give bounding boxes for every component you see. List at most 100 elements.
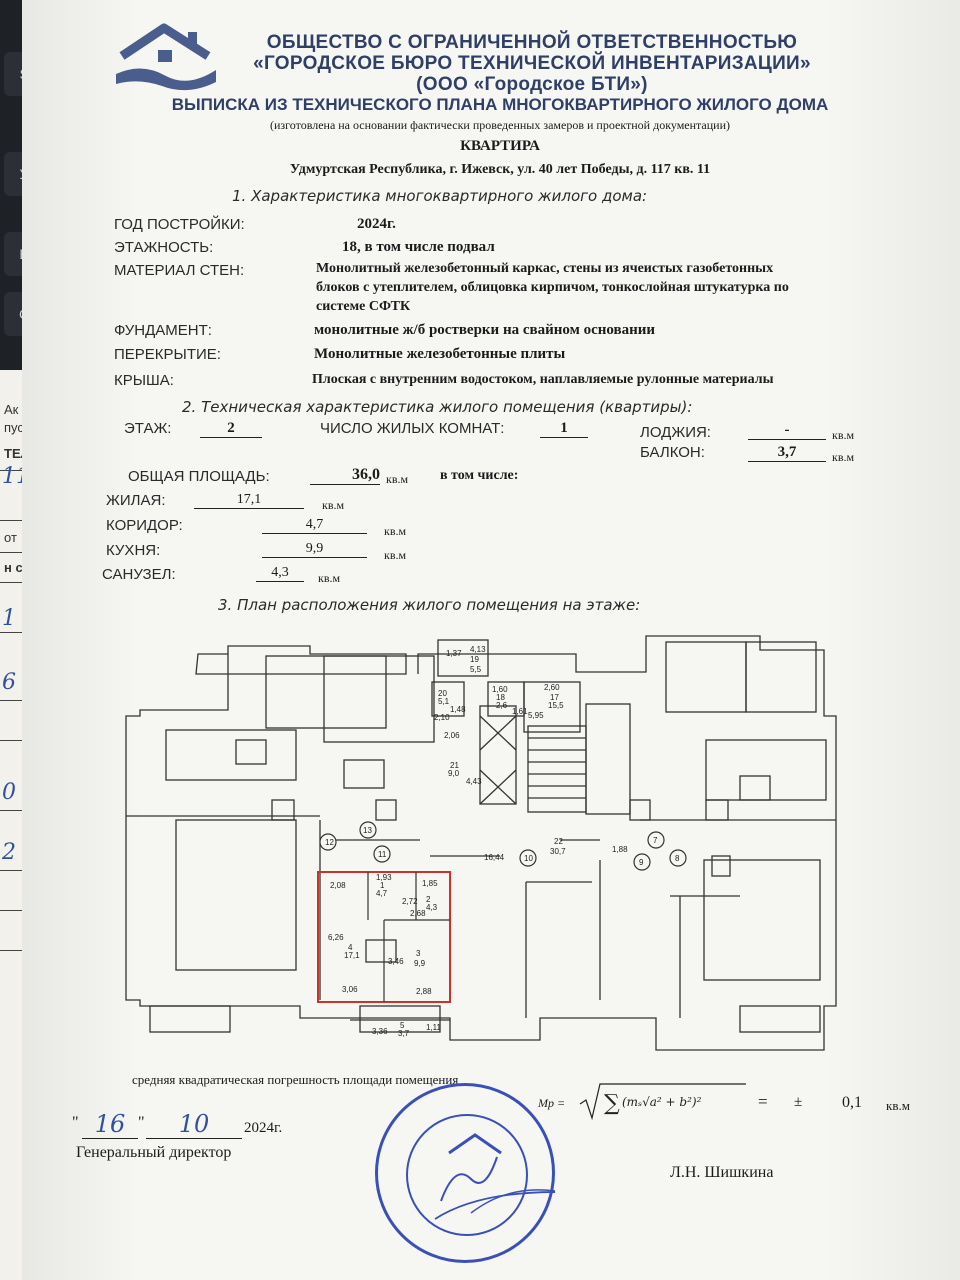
plan-label: 5,1 [438, 697, 450, 706]
wall-material-label: МАТЕРИАЛ СТЕН: [114, 262, 245, 279]
balcony-unit: кв.м [832, 450, 855, 464]
sheet-fragment: н с [4, 560, 23, 575]
object-type: КВАРТИРА [460, 138, 540, 154]
plan-label: 1,11 [426, 1023, 442, 1032]
bathroom-value: 4,3 [256, 565, 304, 582]
loggia-value: - [748, 422, 826, 440]
corridor-value: 4,7 [262, 517, 367, 534]
foundation-label: ФУНДАМЕНТ: [114, 322, 212, 339]
total-area-value: 36,0 [310, 466, 380, 485]
built-year-value: 2024г. [357, 216, 396, 232]
plan-label: 2,6 [496, 701, 508, 710]
balcony-value: 3,7 [748, 444, 826, 462]
plan-marker-label: 8 [675, 854, 680, 863]
seal-inner-ring [406, 1114, 528, 1236]
company-seal [375, 1083, 555, 1263]
plan-label: 2,06 [444, 731, 460, 740]
living-area-unit: кв.м [322, 498, 345, 512]
signer-role: Генеральный директор [76, 1144, 232, 1161]
org-name-line2: «ГОРОДСКОЕ БЮРО ТЕХНИЧЕСКОЙ ИНВЕНТАРИЗАЦ… [253, 53, 811, 74]
date-quote-open: " [72, 1114, 79, 1131]
plan-label: 4,3 [426, 903, 438, 912]
plan-marker-label: 12 [325, 838, 334, 847]
ceiling-value: Монолитные железобетонные плиты [314, 346, 566, 362]
plan-markers [319, 821, 687, 871]
balcony-label: БАЛКОН: [640, 444, 705, 461]
roof-value: Плоская с внутренним водостоком, наплавл… [312, 372, 774, 387]
plan-label: 1,37 [446, 649, 462, 658]
plan-label: 1,61 [512, 707, 528, 716]
plan-label: 2,88 [416, 987, 432, 996]
corridor-label: КОРИДОР: [106, 517, 183, 534]
address: Удмуртская Республика, г. Ижевск, ул. 40… [289, 162, 711, 177]
bathroom-label: САНУЗЕЛ: [102, 566, 176, 583]
plan-label: 9,0 [448, 769, 460, 778]
plan-label: 2,08 [330, 881, 346, 890]
sheet-fragment: от [4, 530, 17, 545]
handwriting: 0 [2, 780, 16, 805]
plan-walls [125, 635, 837, 1051]
doc-subtitle: (изготовлена на основании фактически про… [269, 118, 731, 132]
wall-material-value: Монолитный железобетонный каркас, стены … [316, 261, 774, 276]
date-day: 16 [82, 1110, 138, 1139]
doc-title: ВЫПИСКА ИЗ ТЕХНИЧЕСКОГО ПЛАНА МНОГОКВАРТ… [171, 95, 829, 114]
error-unit: кв.м [886, 1098, 910, 1113]
plan-label: 2,68 [410, 909, 426, 918]
plus-minus: ± [794, 1094, 803, 1110]
living-area-value: 17,1 [194, 492, 304, 509]
handwriting: 6 [2, 670, 16, 695]
plan-label: 16,44 [484, 853, 505, 862]
plan-label: 18 [496, 693, 505, 702]
plan-label: 3,7 [398, 1029, 410, 1038]
plan-label: 1,85 [422, 879, 438, 888]
kitchen-value: 9,9 [262, 541, 367, 558]
roof-label: КРЫША: [114, 372, 174, 389]
house-hand-logo-icon [116, 23, 216, 91]
plan-label: 19 [470, 655, 479, 664]
signer-name: Л.Н. Шишкина [670, 1164, 774, 1181]
sheet-fragment: Ак [4, 402, 19, 417]
date-quote-close: " [138, 1114, 145, 1131]
bathroom-unit: кв.м [318, 571, 341, 585]
plan-label: 2,10 [434, 713, 450, 722]
paper-shading [22, 0, 960, 1280]
floor-label: ЭТАЖ: [124, 420, 172, 437]
plan-label: 17 [550, 693, 559, 702]
svg-text:(mₛ√a² + b²)²: (mₛ√a² + b²)² [622, 1095, 702, 1109]
plan-label: 5,95 [528, 711, 544, 720]
living-area-label: ЖИЛАЯ: [106, 492, 166, 509]
built-year-label: ГОД ПОСТРОЙКИ: [114, 216, 245, 233]
handwriting: 2 [2, 840, 16, 865]
plan-label: 4,13 [470, 645, 486, 654]
loggia-unit: кв.м [832, 428, 855, 442]
floors-value: 18, в том числе подвал [342, 239, 495, 255]
plan-label: 2,72 [402, 897, 418, 906]
floors-label: ЭТАЖНОСТЬ: [114, 239, 214, 256]
plan-text: 1,37 4,13 19 5,5 20 5,1 1,48 2,10 1,60 1… [325, 645, 680, 1038]
plan-label: 1,88 [612, 845, 628, 854]
plan-label: 4 [348, 943, 353, 952]
formula-left: Mp = [538, 1096, 566, 1110]
plan-label: 1,48 [450, 705, 466, 714]
plan-label: 3,36 [372, 1027, 388, 1036]
seal-artwork [434, 1133, 555, 1220]
plan-label: 4,43 [466, 777, 482, 786]
plan-label: 5 [400, 1021, 405, 1030]
svg-text:∑: ∑ [604, 1091, 620, 1116]
wall-material-value-3: системе СФТК [316, 299, 411, 314]
plan-marker-label: 7 [653, 836, 658, 845]
floor-value: 2 [200, 420, 262, 438]
date-year: 2024г. [244, 1120, 283, 1136]
foundation-value: монолитные ж/б ростверки на свайном осно… [314, 322, 656, 338]
plan-label: 3 [416, 949, 421, 958]
plan-label: 3,06 [342, 985, 358, 994]
error-value: 0,1 [842, 1094, 862, 1111]
plan-marker-label: 9 [639, 858, 644, 867]
plan-label: 21 [450, 761, 459, 770]
rooms-label: ЧИСЛО ЖИЛЫХ КОМНАТ: [320, 420, 505, 437]
plan-label: 9,9 [414, 959, 426, 968]
document-page: ОБЩЕСТВО С ОГРАНИЧЕННОЙ ОТВЕТСТВЕННОСТЬЮ… [22, 0, 960, 1280]
loggia-label: ЛОДЖИЯ: [640, 424, 711, 441]
plan-marker-label: 13 [363, 826, 372, 835]
section2-heading: 2. Техническая характеристика жилого пом… [182, 398, 693, 416]
